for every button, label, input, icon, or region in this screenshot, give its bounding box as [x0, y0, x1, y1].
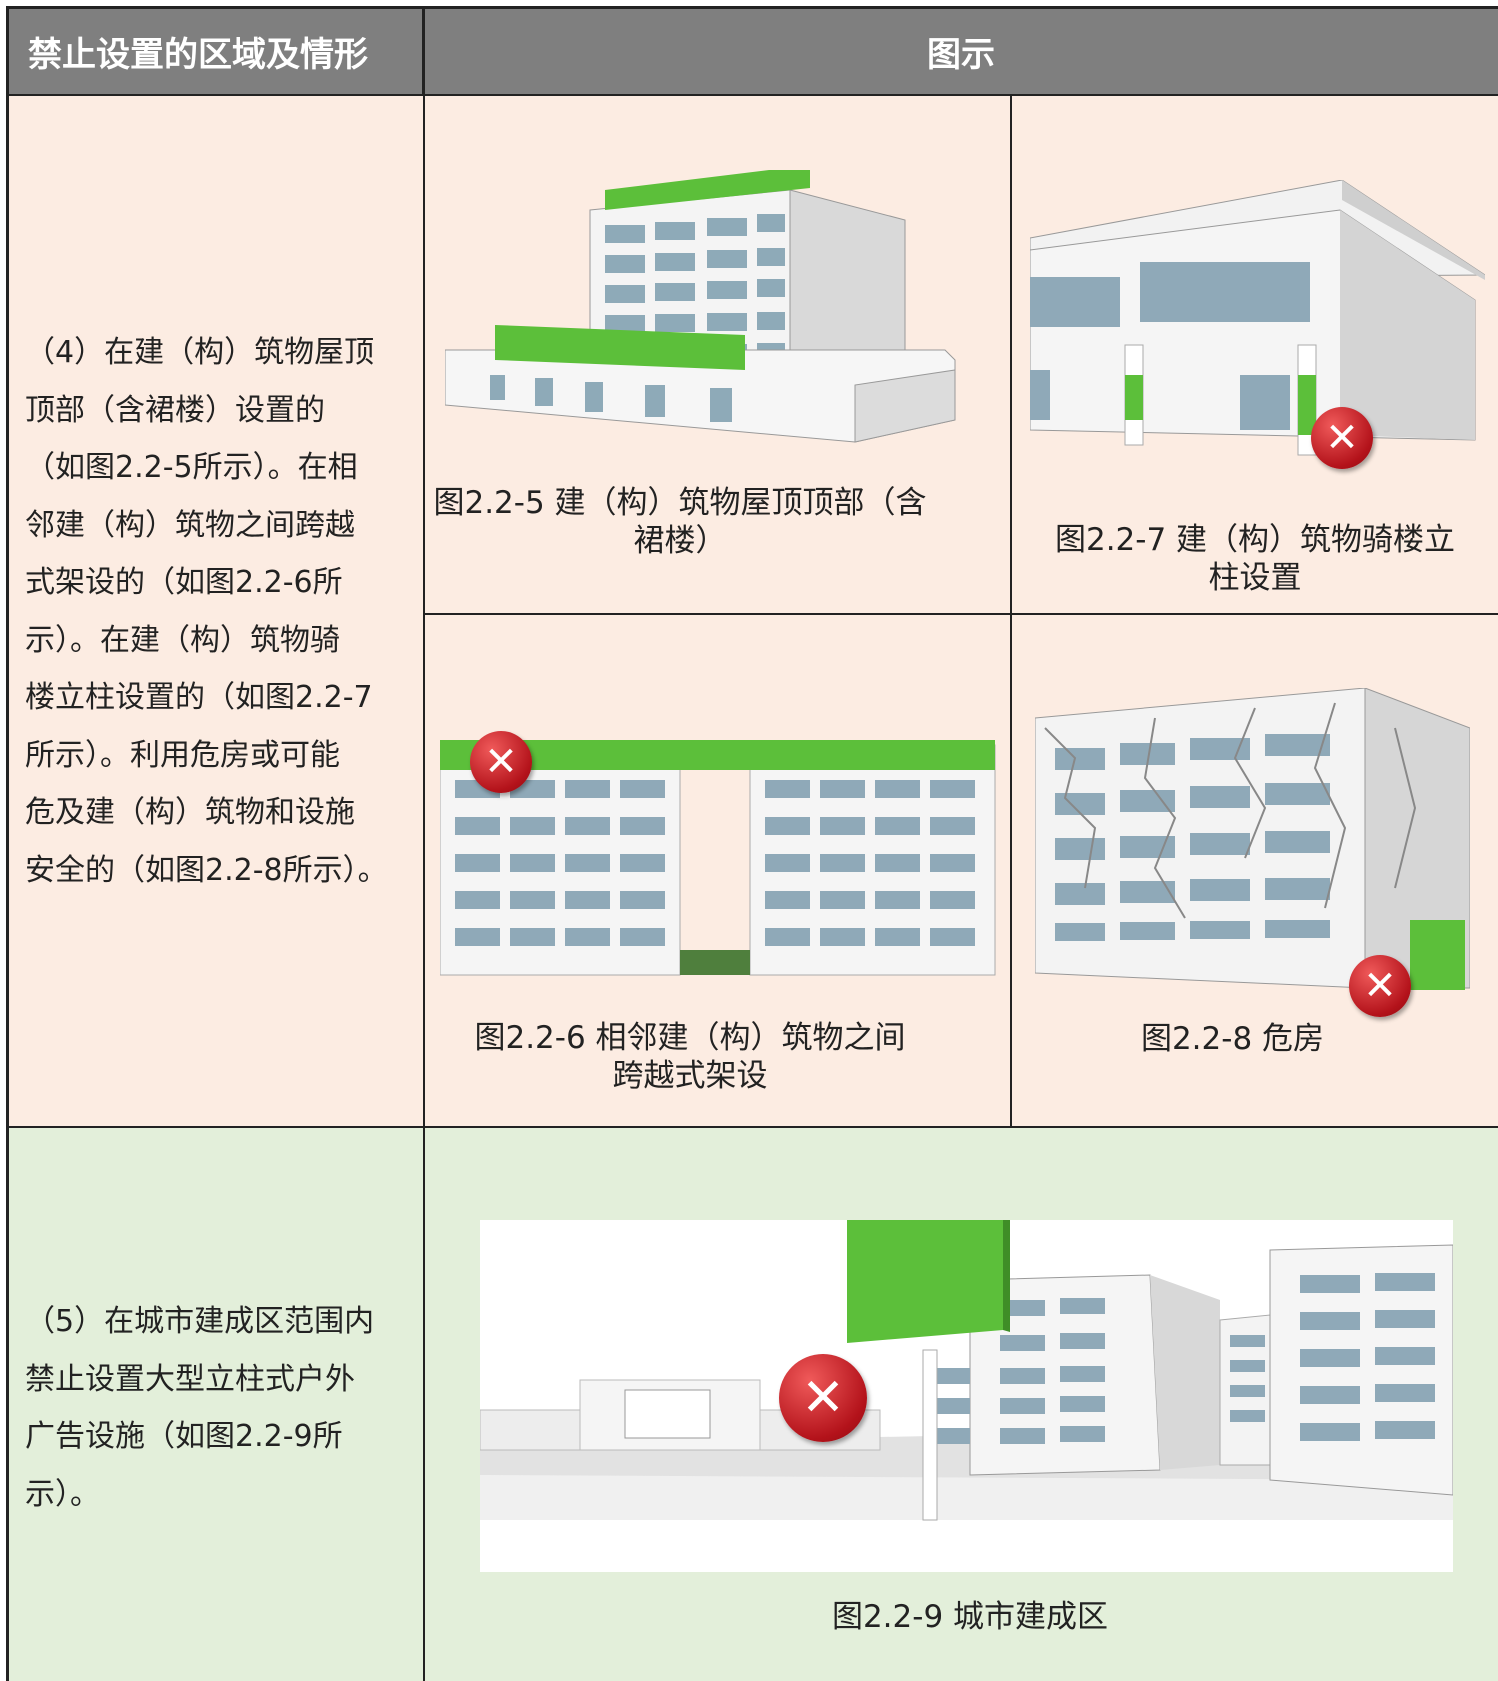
header-cell-conditions: 禁止设置的区域及情形 — [8, 8, 424, 95]
header-title-illustration: 图示 — [927, 35, 995, 75]
header-divider — [6, 94, 1498, 96]
section-divider — [6, 1126, 1498, 1128]
error-x-icon: ✕ — [470, 731, 532, 793]
error-x-icon: ✕ — [779, 1354, 867, 1442]
figure-spanning-sign — [440, 740, 996, 976]
figure-row-divider — [424, 613, 1498, 615]
caption-figure-2-2-5: 图2.2-5 建（构）筑物屋顶顶部（含 裙楼） — [433, 485, 927, 559]
column-divider — [423, 6, 425, 1681]
figure-rooftop-building — [445, 170, 956, 443]
row1-description: （4）在建（构）筑物屋顶 顶部（含裙楼）设置的 （如图2.2-5所示）。在相 邻… — [25, 335, 388, 888]
row2-description: （5）在城市建成区范围内 禁止设置大型立柱式户外 广告设施（如图2.2-9所 示… — [25, 1304, 375, 1512]
caption-figure-2-2-9: 图2.2-9 城市建成区 — [831, 1599, 1109, 1635]
figure-urban-billboard — [480, 1220, 1453, 1572]
error-x-icon: ✕ — [1311, 407, 1373, 469]
caption-figure-2-2-7: 图2.2-7 建（构）筑物骑楼立 柱设置 — [1054, 522, 1456, 596]
header-cell-illustration: 图示 — [424, 8, 1498, 95]
caption-figure-2-2-6: 图2.2-6 相邻建（构）筑物之间 跨越式架设 — [474, 1020, 906, 1094]
header-title-conditions: 禁止设置的区域及情形 — [28, 35, 368, 75]
figure-arcade-column — [1030, 180, 1485, 456]
table-border-left — [6, 6, 9, 1681]
figure-column-divider — [1010, 95, 1012, 1127]
figure-dangerous-building — [1035, 688, 1470, 990]
error-x-icon: ✕ — [1349, 955, 1411, 1017]
caption-figure-2-2-8: 图2.2-8 危房 — [1140, 1021, 1325, 1057]
table-border-top — [6, 6, 1498, 9]
